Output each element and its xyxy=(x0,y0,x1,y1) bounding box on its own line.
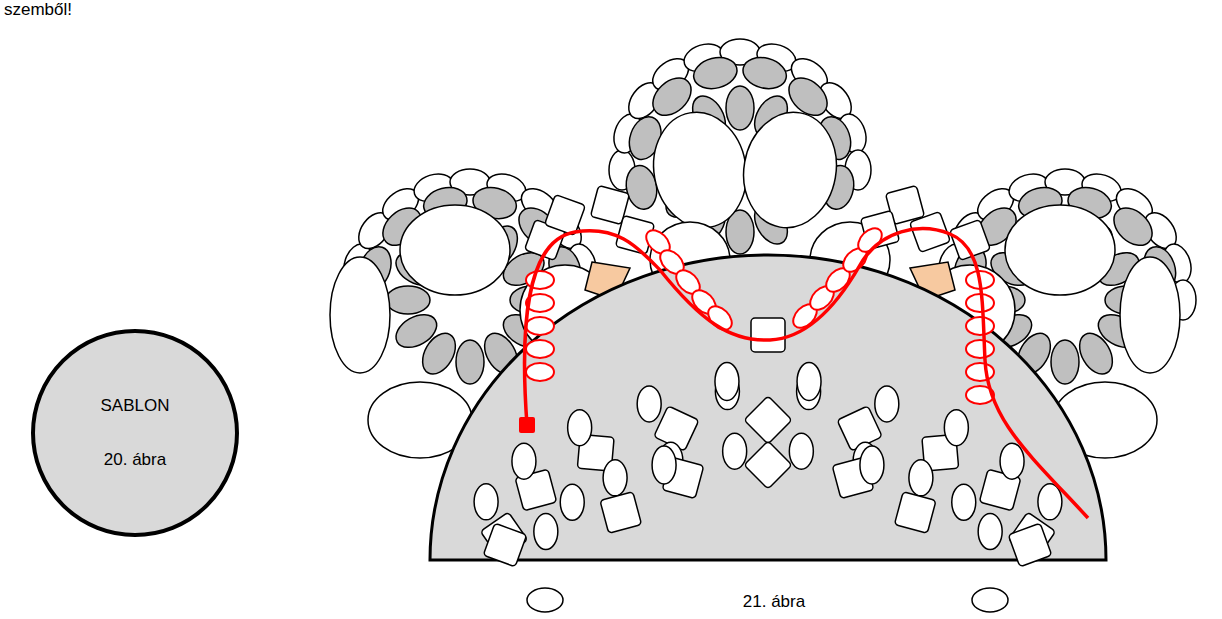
oval-bead xyxy=(1120,257,1180,373)
oval-bead xyxy=(390,308,442,354)
oval-bead xyxy=(568,410,592,446)
oval-bead xyxy=(740,53,790,93)
red-thread xyxy=(519,224,1088,518)
oval-bead xyxy=(726,86,754,130)
square-bead xyxy=(744,396,792,444)
disc-beads xyxy=(474,318,1062,612)
oval-bead xyxy=(1051,340,1079,384)
circle-shape xyxy=(33,331,237,535)
square-bead xyxy=(600,492,642,534)
oval-bead xyxy=(789,433,813,469)
oval-bead xyxy=(645,105,756,235)
thread-loop xyxy=(526,317,554,335)
square-bead xyxy=(894,492,936,534)
text-fragment: szemből! xyxy=(4,0,72,20)
oval-bead xyxy=(330,257,390,373)
oval-bead xyxy=(952,484,976,520)
square-bead xyxy=(544,194,585,235)
template-circle: SABLON 20. ábra xyxy=(30,328,240,538)
oval-bead xyxy=(527,588,563,612)
thread-loop xyxy=(526,363,554,381)
oval-bead xyxy=(637,386,661,422)
oval-bead xyxy=(735,105,846,235)
figure-number: 20. ábra xyxy=(104,450,166,470)
oval-bead xyxy=(860,446,884,484)
oval-bead xyxy=(400,205,510,295)
square-bead xyxy=(744,441,792,489)
oval-bead xyxy=(797,362,821,400)
square-bead xyxy=(483,523,527,567)
thread-path xyxy=(524,229,1088,518)
oval-bead xyxy=(560,484,584,520)
square-bead xyxy=(1008,523,1052,567)
thread-start-mark xyxy=(519,417,535,433)
oval-bead xyxy=(386,286,430,314)
oval-bead xyxy=(875,386,899,422)
square-bead xyxy=(751,318,785,352)
figure-caption: 21. ábra xyxy=(743,592,805,612)
oval-bead xyxy=(603,460,627,496)
oval-bead xyxy=(972,588,1008,612)
thread-loop xyxy=(966,317,994,335)
oval-bead xyxy=(690,53,740,93)
oval-bead xyxy=(944,410,968,446)
oval-bead xyxy=(474,484,498,520)
oval-bead xyxy=(534,514,558,550)
oval-bead xyxy=(456,340,484,384)
oval-bead xyxy=(652,446,676,484)
node-text-area: SABLON 20. ábra xyxy=(30,328,240,538)
oval-bead xyxy=(1038,484,1062,520)
thread-loop xyxy=(526,340,554,358)
thread-loop xyxy=(966,340,994,358)
oval-bead xyxy=(909,460,933,496)
thread-loop xyxy=(966,294,994,312)
oval-bead xyxy=(1073,328,1119,380)
template-title: SABLON xyxy=(101,396,170,416)
oval-bead xyxy=(1000,443,1024,479)
template-half-disc xyxy=(430,255,1106,560)
oval-bead xyxy=(1005,205,1115,295)
oval-bead xyxy=(723,433,747,469)
oval-bead xyxy=(512,443,536,479)
circle-outline xyxy=(30,328,240,538)
oval-bead xyxy=(715,362,739,400)
oval-bead xyxy=(978,514,1002,550)
thread-loop xyxy=(966,363,994,381)
